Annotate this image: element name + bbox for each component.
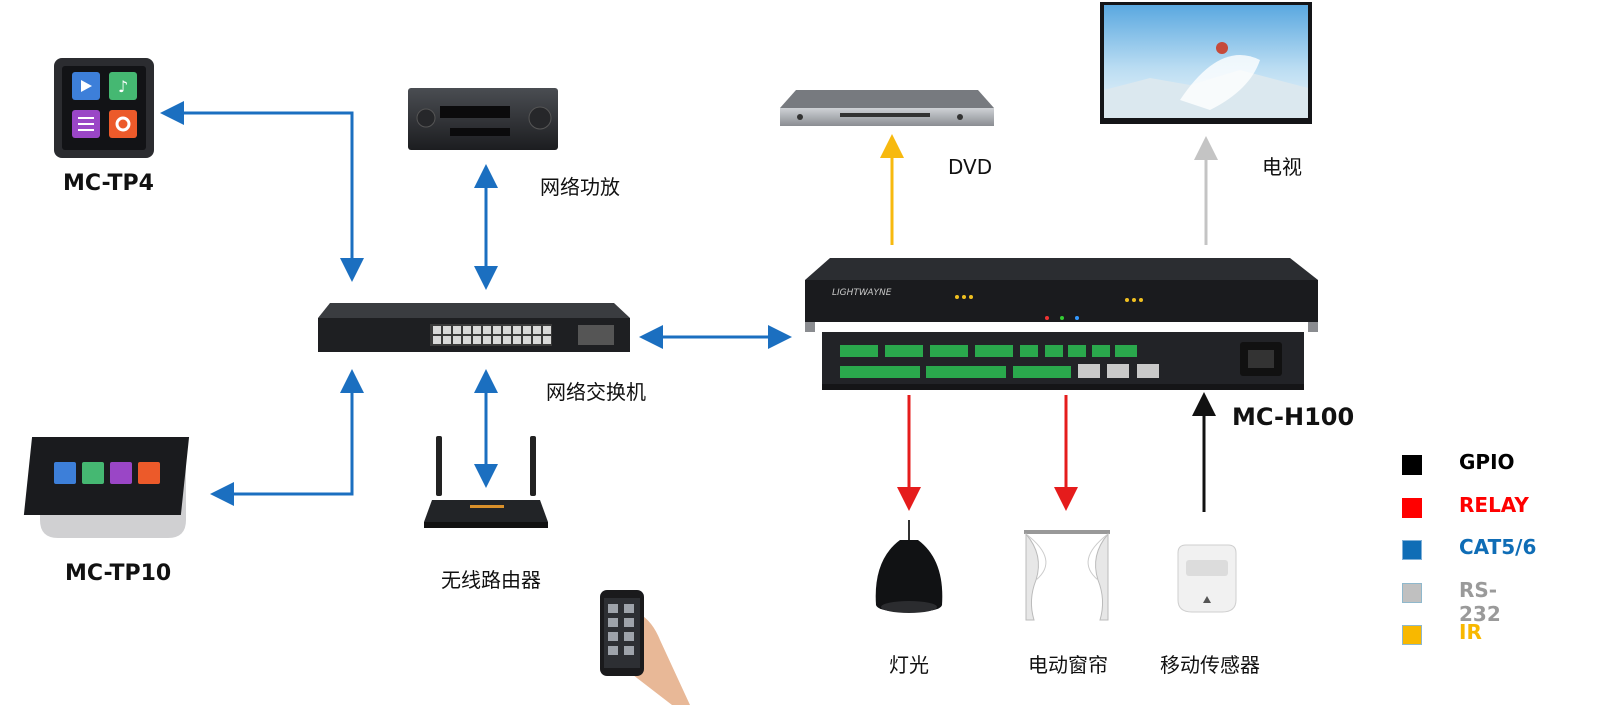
- tv-image: [1100, 2, 1312, 124]
- host-brand-text: LIGHTWAYNE: [832, 288, 892, 298]
- label-host: MC-H100: [1232, 403, 1355, 431]
- sensor-image: [1177, 544, 1237, 613]
- cat-connections: [160, 101, 792, 506]
- legend-label-gpio: GPIO: [1459, 450, 1515, 474]
- label-amplifier: 网络功放: [540, 175, 620, 199]
- label-tv: 电视: [1262, 155, 1302, 179]
- switch-image: [318, 303, 630, 352]
- light-image: [875, 520, 943, 613]
- label-sensor: 移动传感器: [1160, 653, 1260, 677]
- label-router: 无线路由器: [441, 568, 541, 592]
- legend-swatch-relay: [1402, 497, 1422, 518]
- router-image: [424, 436, 548, 528]
- label-switch: 网络交换机: [546, 380, 646, 404]
- label-light: 灯光: [889, 653, 929, 677]
- label-tp10: MC-TP10: [65, 561, 172, 586]
- tp10-panel-image: [23, 437, 190, 538]
- dvd-image: [780, 90, 994, 126]
- legend-swatch-rs232: [1402, 582, 1422, 603]
- link-tp4-switch: [160, 101, 364, 282]
- legend-label-relay: RELAY: [1459, 492, 1529, 517]
- amplifier-image: [408, 88, 558, 150]
- legend-swatch-ir: [1402, 625, 1422, 645]
- label-tp4: MC-TP4: [63, 171, 154, 196]
- label-dvd: DVD: [948, 155, 993, 179]
- legend-label-cat: CAT5/6: [1459, 535, 1537, 559]
- phone-image: [600, 590, 690, 705]
- curtain-image: [1024, 530, 1110, 621]
- svg-text:♪: ♪: [118, 77, 128, 96]
- tp4-panel-image: ♪: [54, 58, 154, 158]
- label-curtain: 电动窗帘: [1028, 653, 1108, 677]
- legend-swatch-cat: [1402, 540, 1422, 560]
- legend-label-ir: IR: [1459, 620, 1482, 644]
- legend-swatch-gpio: [1402, 455, 1422, 475]
- host-image: LIGHTWAYNE: [805, 258, 1318, 390]
- legend-label-rs232: RS-232: [1459, 577, 1501, 626]
- link-tp10-switch: [210, 369, 364, 506]
